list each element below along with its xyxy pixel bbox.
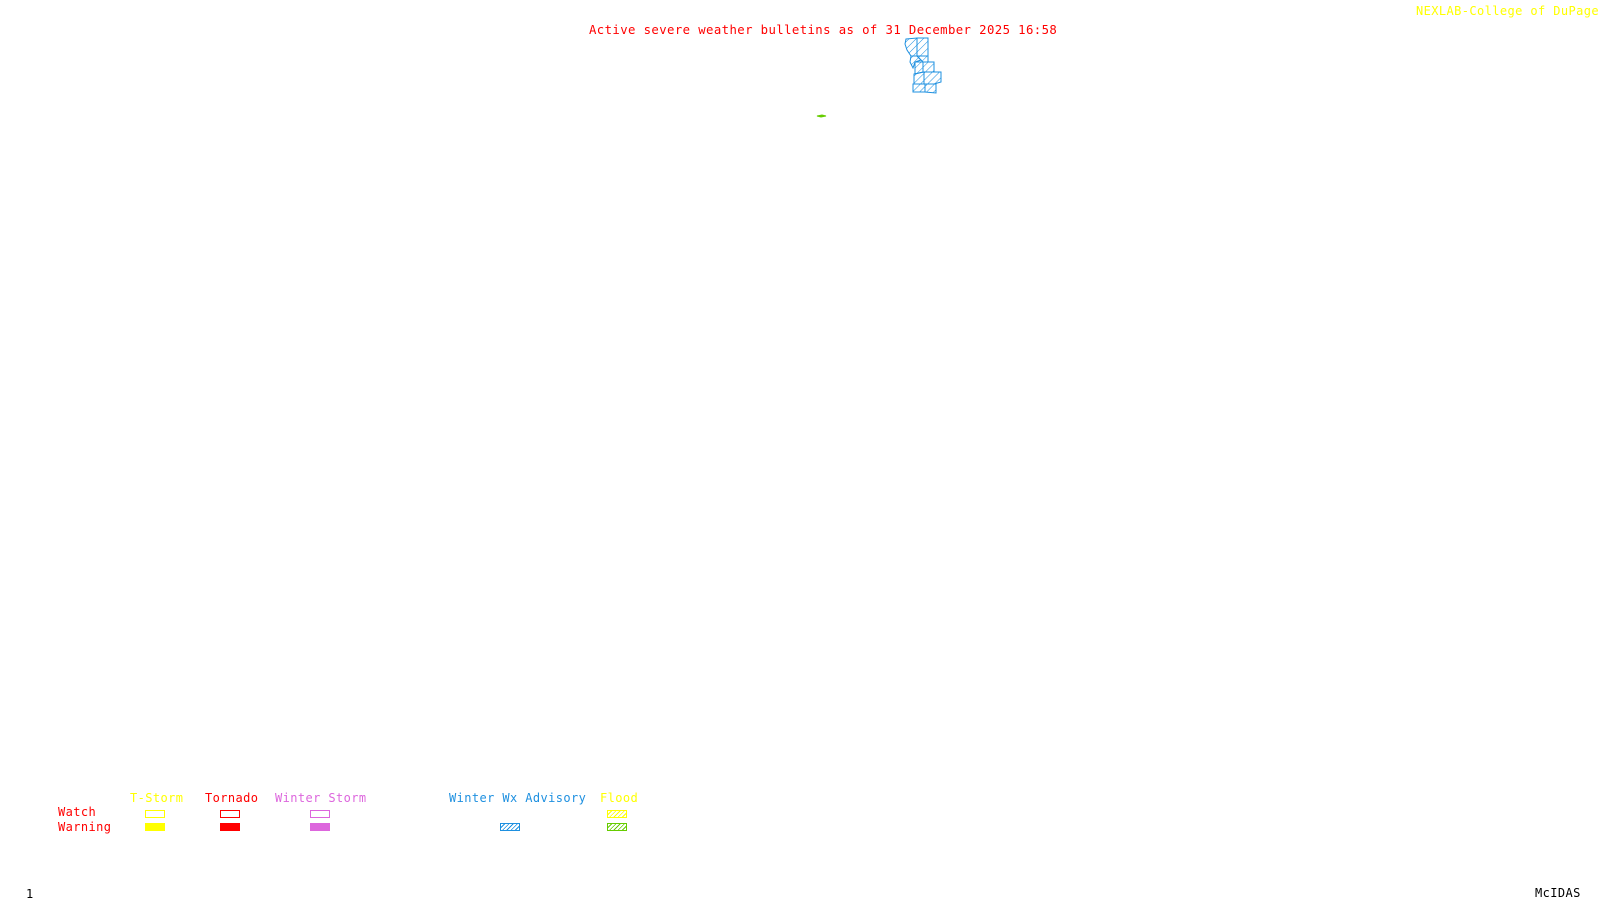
bulletin-title: Active severe weather bulletins as of 31…	[589, 23, 1058, 37]
legend-flood-label: Flood	[600, 791, 639, 805]
legend-winter-wx-advisory-label: Winter Wx Advisory	[449, 791, 587, 805]
legend-row-watch: Watch	[58, 805, 97, 819]
winter-wx-advisory-area[interactable]	[904, 37, 942, 94]
county-polygon[interactable]	[904, 37, 918, 57]
legend-row-warning: Warning	[58, 820, 112, 834]
credit-text: NEXLAB-College of DuPage	[1416, 4, 1599, 18]
county-polygon[interactable]	[913, 71, 925, 85]
frame-number: 1	[26, 887, 34, 901]
county-polygon[interactable]	[923, 71, 942, 85]
winter-storm-warning-swatch	[310, 823, 330, 831]
flood-warning-area[interactable]	[816, 114, 827, 118]
tstorm-warning-swatch	[145, 823, 165, 831]
winter-wx-advisory-swatch	[500, 823, 520, 831]
legend-tstorm-label: T-Storm	[130, 791, 184, 805]
winter-storm-watch-swatch	[310, 810, 330, 818]
tornado-warning-swatch	[220, 823, 240, 831]
legend-winter-storm-label: Winter Storm	[275, 791, 367, 805]
county-polygon[interactable]	[916, 37, 929, 57]
county-polygon[interactable]	[924, 83, 937, 94]
legend-tornado-label: Tornado	[205, 791, 259, 805]
tornado-watch-swatch	[220, 810, 240, 818]
app-name: McIDAS	[1535, 886, 1581, 900]
flood-watch-swatch	[607, 810, 627, 818]
flood-polygon[interactable]	[816, 114, 827, 118]
tstorm-watch-swatch	[145, 810, 165, 818]
county-polygon[interactable]	[922, 61, 935, 73]
credit-label: NEXLAB-College of DuPage ℳ	[1416, 5, 1600, 17]
county-polygon[interactable]	[912, 83, 926, 93]
flood-warning-swatch	[607, 823, 627, 831]
